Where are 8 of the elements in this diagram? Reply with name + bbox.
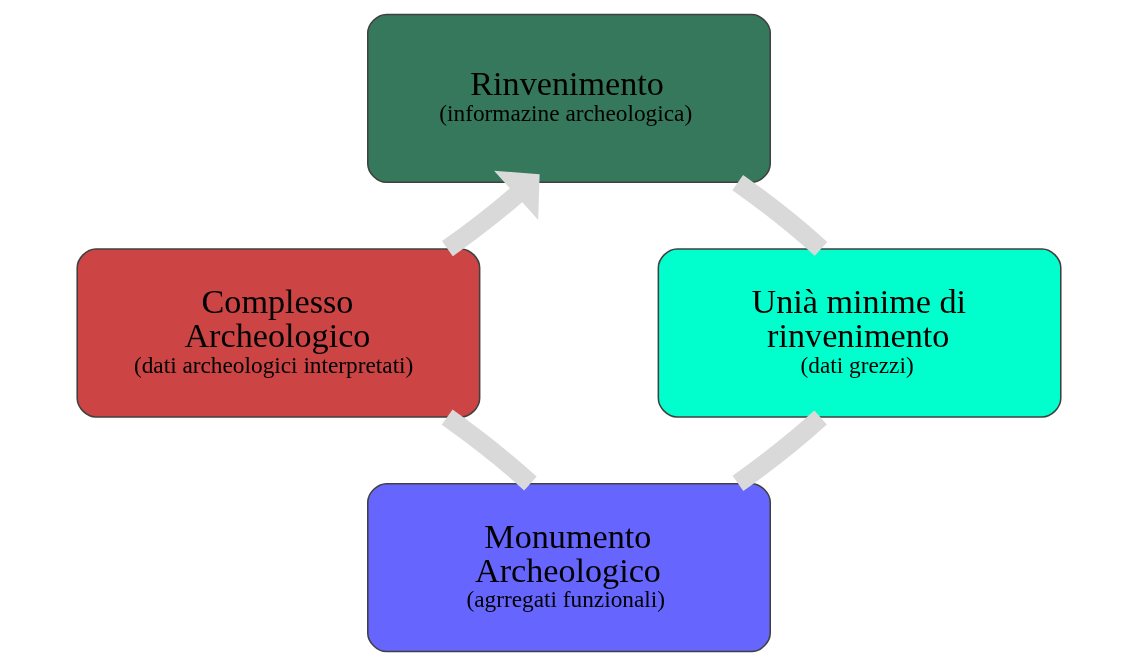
node-box: Monumento Archeologico (agrregati funzionali)	[366, 482, 771, 653]
connector	[732, 410, 827, 491]
node-box: Rinvenimento (informazine archeologica)	[366, 13, 771, 184]
node-box: Unià minime di rinvenimento (dati grezzi)	[657, 248, 1062, 418]
arrow	[441, 170, 540, 257]
connector	[731, 174, 827, 256]
connector	[441, 409, 537, 491]
node-box: Complesso Archeologico (dati archeologici interpretati)	[75, 248, 480, 418]
